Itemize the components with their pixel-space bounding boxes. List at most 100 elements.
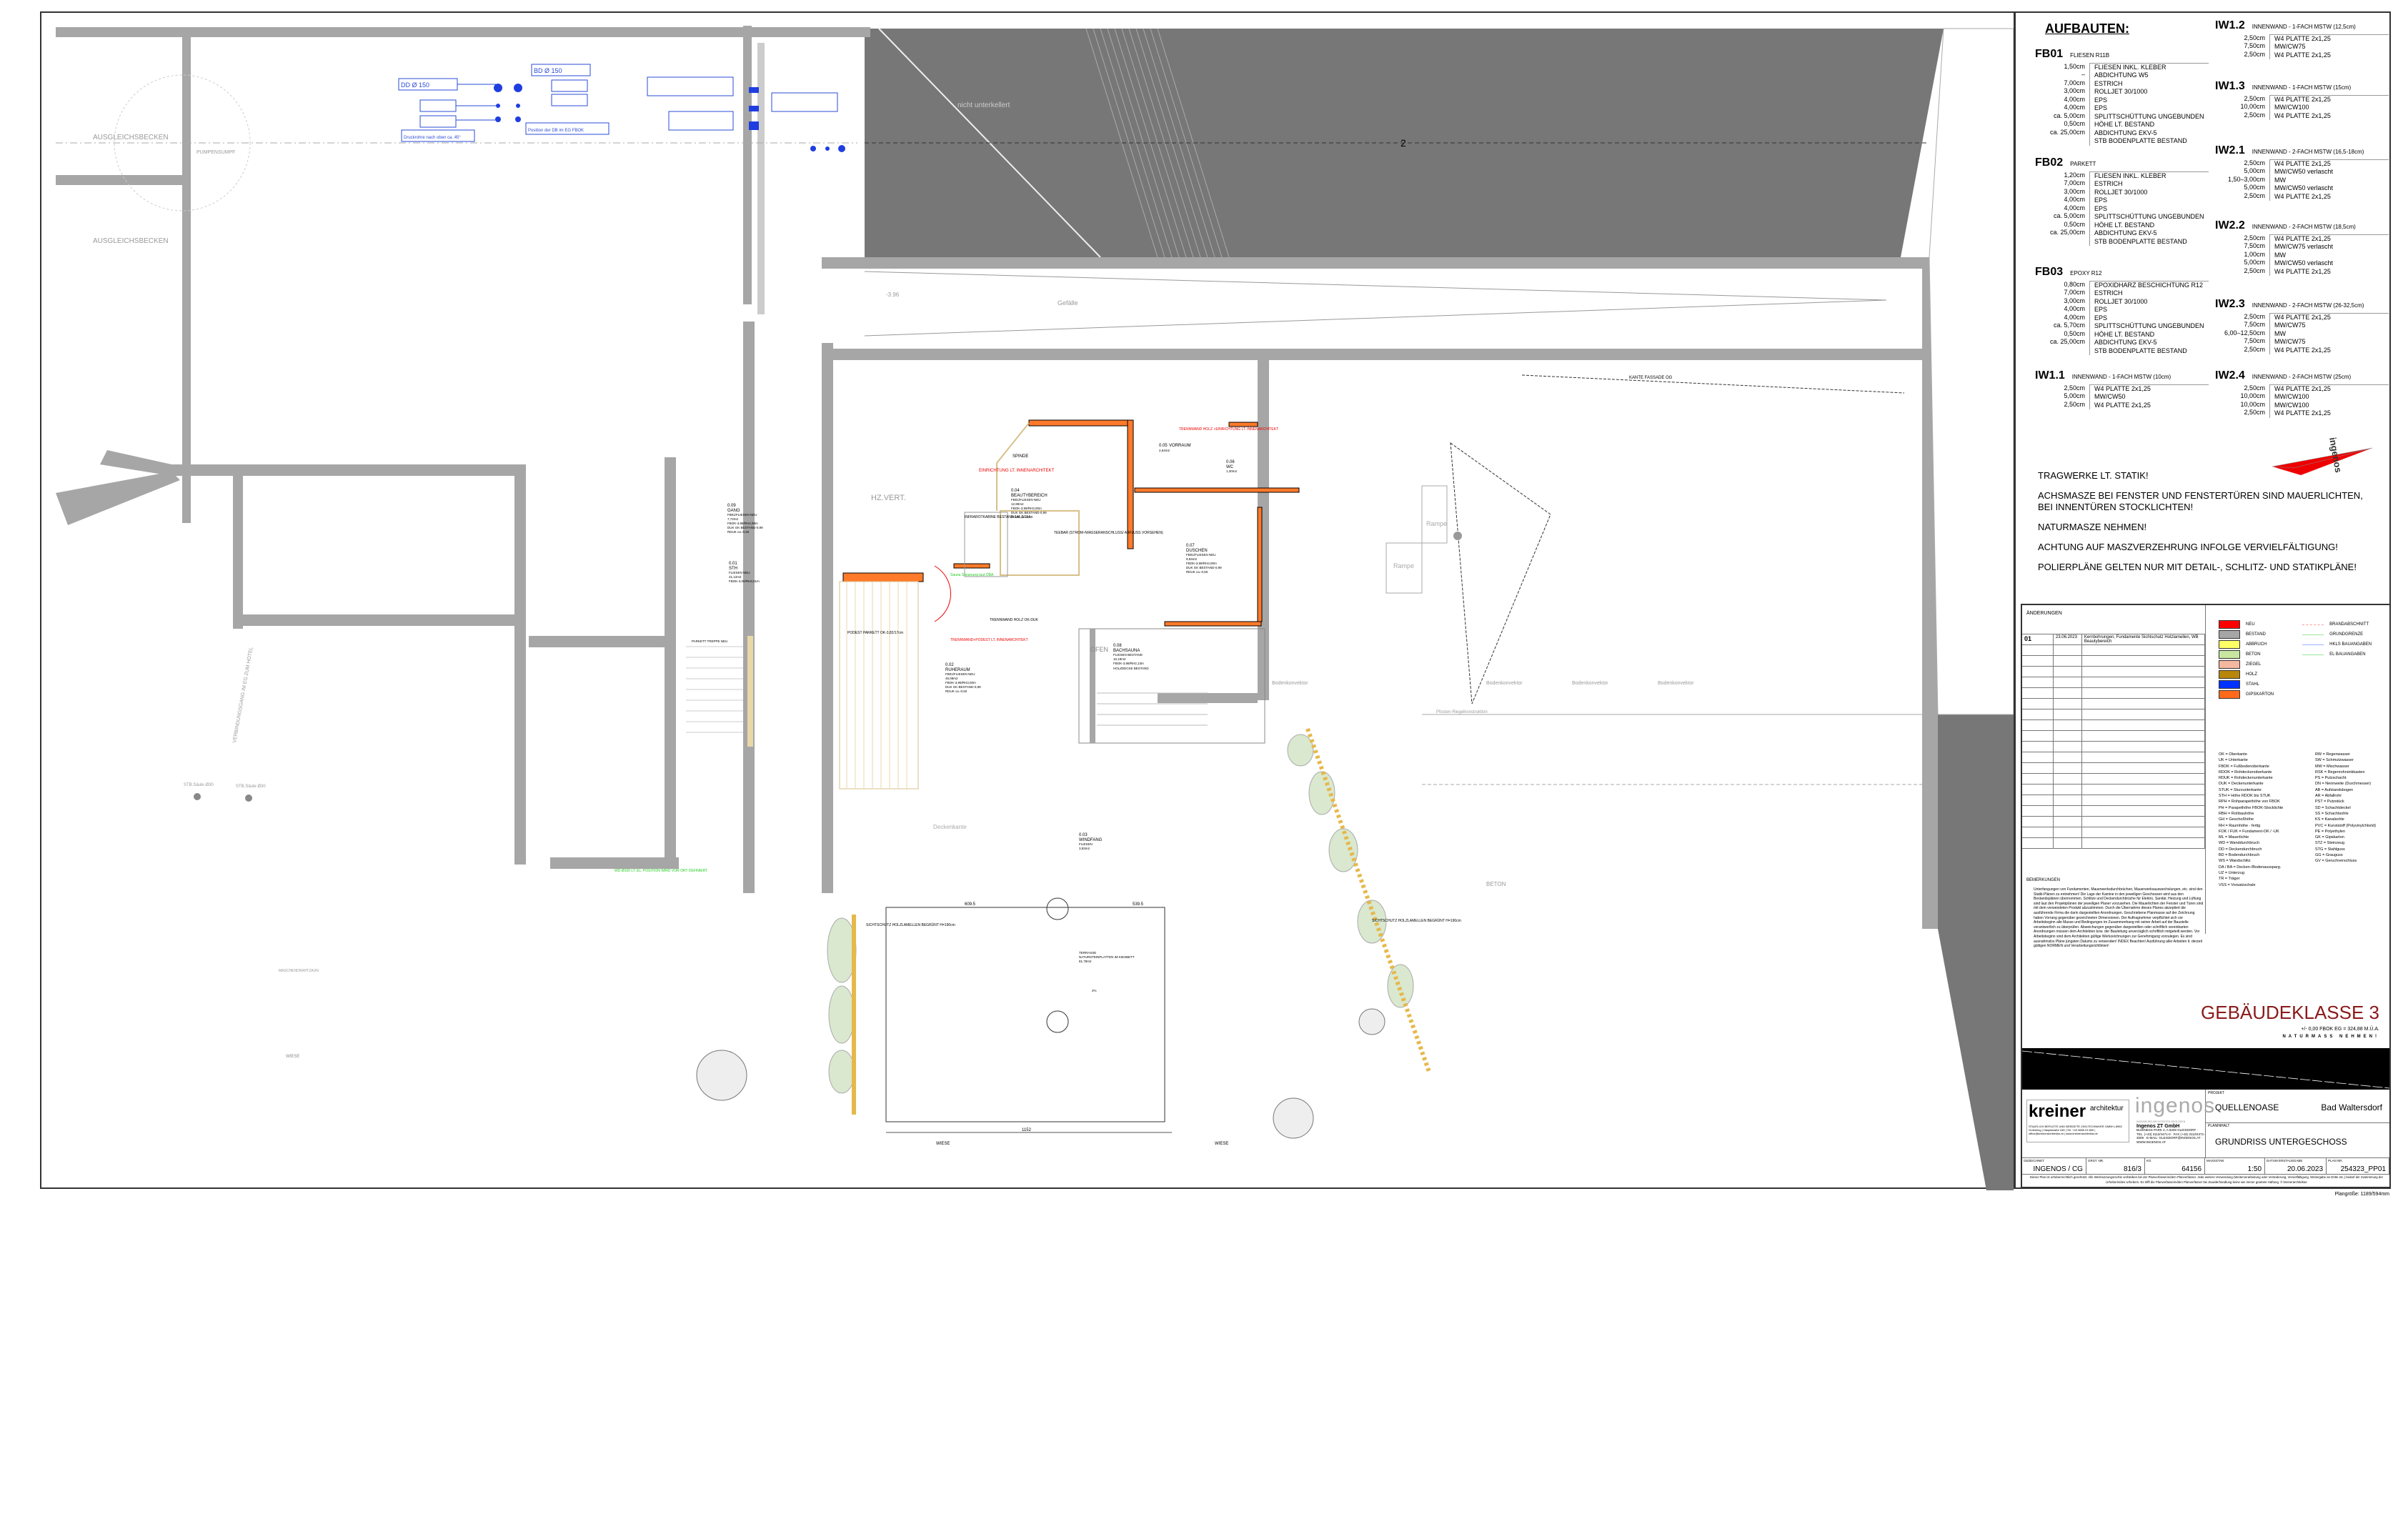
legend-label: STAHL bbox=[2246, 682, 2259, 687]
legend-line-swatch bbox=[2302, 634, 2324, 635]
abbreviation: PVC = Kunststoff (Polyvinylchlorid) bbox=[2315, 823, 2377, 828]
changes-row bbox=[2022, 699, 2205, 709]
svg-text:FB01/FLIESEN NEU: FB01/FLIESEN NEU bbox=[727, 513, 757, 517]
build-up-name: EPOXY R12 bbox=[2070, 270, 2102, 277]
legend-label: HKLS BAUANGABEN bbox=[2329, 642, 2372, 647]
change-nr bbox=[2022, 806, 2054, 816]
layer-thickness: – bbox=[2081, 71, 2085, 78]
change-text bbox=[2082, 817, 2205, 827]
layer-thickness: 2,50cm bbox=[2244, 34, 2265, 41]
abbreviation: SD = Schachtdeckel bbox=[2315, 805, 2351, 810]
layer-material: W4 PLATTE 2x1,25 bbox=[2274, 111, 2331, 119]
change-text bbox=[2082, 645, 2205, 655]
build-up-code: IW1.1 bbox=[2035, 369, 2065, 382]
legend-label: BETON bbox=[2246, 652, 2261, 657]
pipe-markers bbox=[494, 84, 845, 152]
layer-thickness: 2,50cm bbox=[2244, 159, 2265, 166]
abbreviation: UZ = Unterzug bbox=[2219, 870, 2244, 875]
change-date bbox=[2054, 763, 2082, 773]
build-up-name: PARKETT bbox=[2070, 161, 2096, 167]
meta-value: 254323_PP01 bbox=[2340, 1165, 2386, 1173]
svg-text:BACHSAUNA: BACHSAUNA bbox=[1113, 649, 1140, 653]
layer-material: STB BODENPLATTE BESTAND bbox=[2094, 137, 2187, 144]
abbreviation: RSK = Regenrohrsinkkasten bbox=[2315, 770, 2365, 775]
layer-thickness: ca. 5,70cm bbox=[2053, 322, 2085, 329]
layer-material: MW/CW75 bbox=[2274, 338, 2306, 345]
change-text bbox=[2082, 806, 2205, 816]
layer-thickness: ca. 25,00cm bbox=[2049, 338, 2085, 345]
label-infrarotkabine: INFRAROTKABINE BESTAND 141,5/114 bbox=[965, 515, 1030, 519]
svg-text:DUK GK BESTAND-0,99: DUK GK BESTAND-0,99 bbox=[727, 526, 763, 529]
layer-thickness: 1,50cm bbox=[2064, 62, 2085, 70]
layer-material: SPLITTSCHÜTTUNG UNGEBUNDEN bbox=[2094, 213, 2204, 220]
change-date bbox=[2054, 699, 2082, 709]
change-nr bbox=[2022, 720, 2054, 730]
layer-material: EPS bbox=[2094, 96, 2108, 104]
note-2: ACHSMASZE BEI FENSTER UND FENSTERTÜREN S… bbox=[2038, 490, 2363, 512]
layer-material: ABDICHTUNG EKV-5 bbox=[2094, 129, 2157, 136]
abbreviation: SW = Schmutzwasser bbox=[2315, 758, 2354, 763]
label-stb-saeule-2: STB.Säule Ø30 bbox=[236, 785, 266, 789]
legend-line-swatch bbox=[2302, 654, 2324, 655]
change-text bbox=[2082, 720, 2205, 730]
changes-row bbox=[2022, 774, 2205, 785]
svg-text:FB01/FLIESEN NEU: FB01/FLIESEN NEU bbox=[1011, 498, 1041, 502]
abbreviation: RDUK = Rohdeckenunterkante bbox=[2219, 776, 2273, 781]
layer-material: MW/CW50 verlascht bbox=[2274, 259, 2334, 267]
layer-thickness: 7,50cm bbox=[2244, 242, 2265, 249]
label-bodenkonvektor-1: Bodenkonvektor bbox=[1272, 681, 1308, 686]
meta-value: 1:50 bbox=[2247, 1165, 2262, 1173]
legend-label: BESTAND bbox=[2246, 632, 2266, 637]
layer-material: W4 PLATTE 2x1,25 bbox=[2274, 384, 2331, 392]
legend-item-ziegel: ZIEGEL bbox=[2219, 659, 2274, 669]
layer-thickness: 4,00cm bbox=[2064, 313, 2085, 321]
svg-text:1,30m2: 1,30m2 bbox=[1226, 469, 1238, 473]
legend-item-beton: BETON bbox=[2219, 649, 2274, 659]
plan-size: Plangröße: 1189/594mm bbox=[2334, 1192, 2389, 1197]
project-location: Bad Waltersdorf bbox=[2321, 1102, 2382, 1112]
level-corridor: -3.96 bbox=[886, 292, 900, 298]
label-rampe-1: Rampe bbox=[1426, 520, 1447, 527]
svg-text:0.05: 0.05 bbox=[1159, 444, 1168, 448]
svg-text:RDUK ca.-0,50: RDUK ca.-0,50 bbox=[945, 689, 967, 693]
layer-thickness: ca. 5,00cm bbox=[2053, 212, 2085, 219]
meta-plan-nr-: PLAN NR.254323_PP01 bbox=[2327, 1158, 2389, 1174]
dim-609-5: 609.5 bbox=[965, 902, 976, 907]
svg-text:FB01/FLIESEN NEU: FB01/FLIESEN NEU bbox=[945, 672, 975, 676]
layer-thickness: 2,50cm bbox=[2244, 384, 2265, 392]
pipe-note-druckrohre: Druckrohre nach oben ca. 45° bbox=[404, 136, 461, 140]
change-text bbox=[2082, 688, 2205, 698]
abbreviation: DD = Deckendurchbruch bbox=[2219, 847, 2262, 852]
layer-material: STB BODENPLATTE BESTAND bbox=[2094, 237, 2187, 245]
layer-thickness: 5,00cm bbox=[2244, 184, 2265, 191]
pipe-label-python-dd: DD Ø 150 bbox=[401, 81, 429, 89]
abbreviation: DN = Nennweite (Durchmesser) bbox=[2315, 782, 2372, 787]
layer-material: ESTRICH bbox=[2094, 79, 2123, 87]
staircase bbox=[686, 646, 743, 733]
change-nr bbox=[2022, 785, 2054, 795]
firm-logos: kreiner architektur STAATLICH BEFUGTE UN… bbox=[2022, 1090, 2214, 1157]
label-sauna-steuerung: Sauna Steuerung laut ÖBA bbox=[950, 572, 994, 577]
layer-material: EPS bbox=[2094, 204, 2108, 212]
change-date bbox=[2054, 742, 2082, 752]
change-nr bbox=[2022, 763, 2054, 773]
layer-thickness: 4,00cm bbox=[2064, 104, 2085, 111]
label-rampe-2: Rampe bbox=[1393, 562, 1414, 569]
changes-row bbox=[2022, 752, 2205, 763]
legend-swatch bbox=[2219, 620, 2240, 629]
legend-line-2: HKLS BAUANGABEN bbox=[2302, 639, 2372, 649]
changes-row bbox=[2022, 827, 2205, 838]
legend-label: NEU bbox=[2246, 622, 2255, 627]
wood-slats-right bbox=[1305, 727, 1431, 1073]
abbreviation: WD = Wanddurchbruch bbox=[2219, 841, 2260, 846]
svg-text:2,64m2: 2,64m2 bbox=[1159, 449, 1170, 452]
label-wiese-1: WIESE bbox=[936, 1142, 950, 1146]
change-nr bbox=[2022, 752, 2054, 762]
svg-text:DUK GK BESTAND-0,99: DUK GK BESTAND-0,99 bbox=[945, 685, 981, 689]
planting-left bbox=[827, 917, 857, 1094]
